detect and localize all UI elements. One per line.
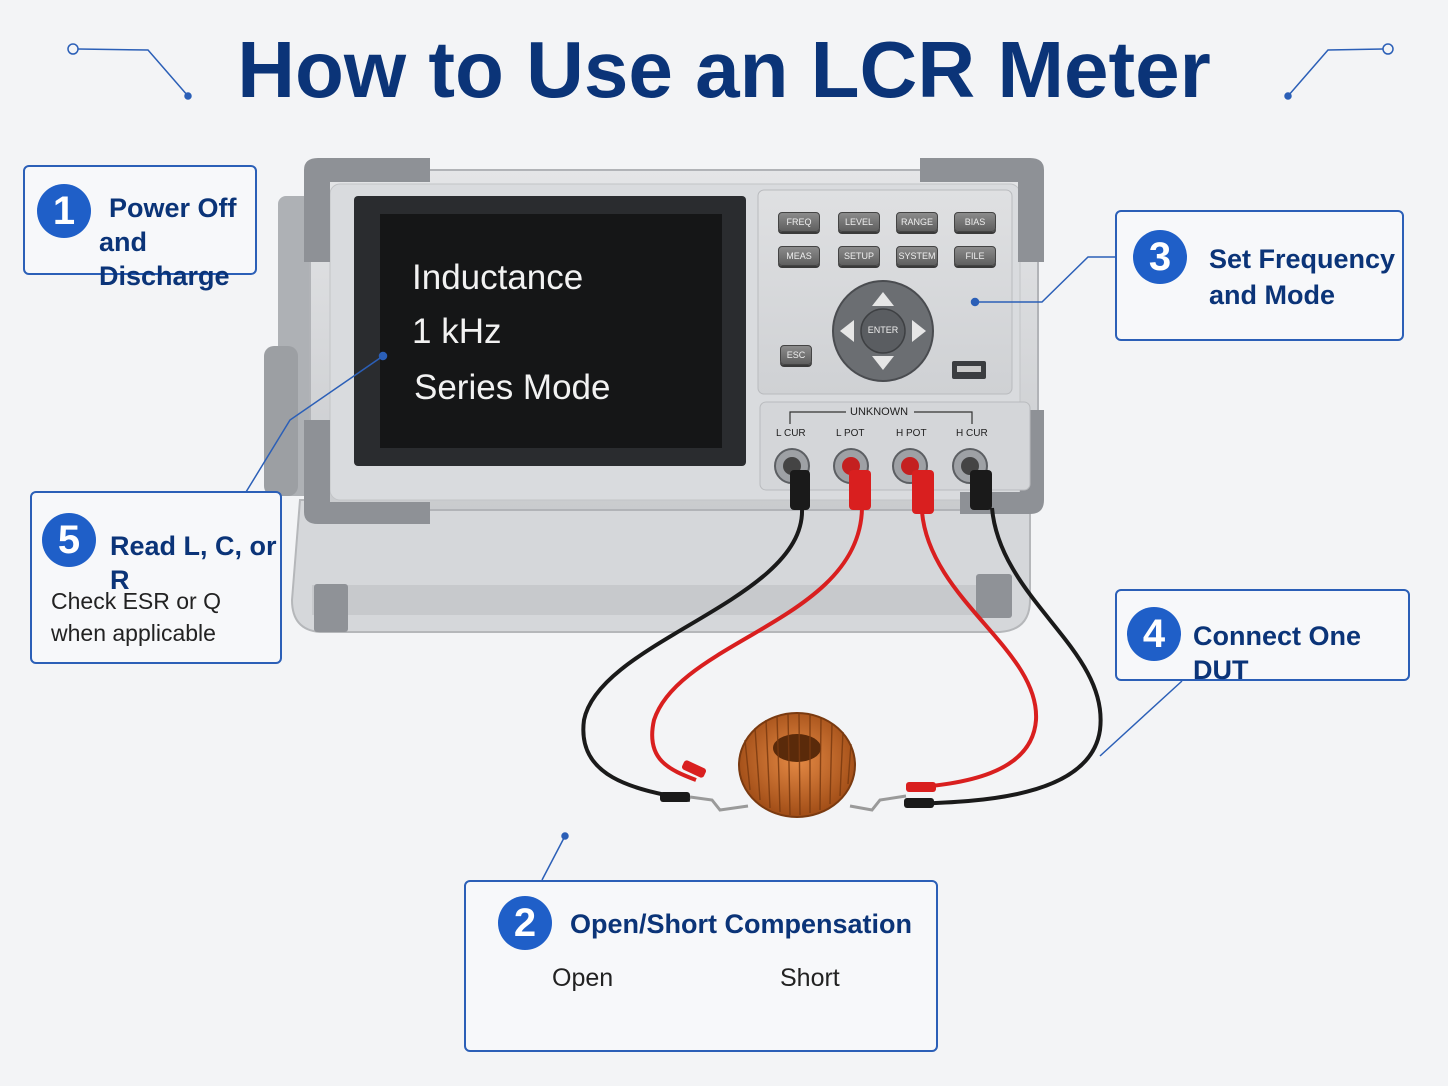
title-decoration-right <box>1284 43 1394 100</box>
range-key[interactable]: RANGE <box>896 212 938 232</box>
arrow-down-icon <box>872 356 894 370</box>
freq-key[interactable]: FREQ <box>778 212 820 232</box>
step-5-sub1: Check ESR or Q <box>51 588 221 614</box>
step-2-callout: 2 Open/Short Compensation Open Short <box>464 880 938 1052</box>
step-2-number: 2 <box>498 896 552 950</box>
step-4-callout: 4 Connect One DUT <box>1115 589 1410 685</box>
step-5-callout: 5 Read L, C, or R Check ESR or Q when ap… <box>30 491 282 664</box>
step-3-line1: Set Frequency <box>1209 244 1396 274</box>
navigation-pad <box>832 280 934 382</box>
clip-red-right <box>906 782 936 792</box>
leader-lines <box>245 256 1183 881</box>
step-5-sub2: when applicable <box>51 620 216 646</box>
esc-key[interactable]: ESC <box>780 345 812 365</box>
screen-display <box>380 214 722 448</box>
l-pot-label: L POT <box>836 428 865 439</box>
lead-black-left <box>581 507 805 802</box>
arrow-left-icon <box>840 320 854 342</box>
step-1-callout: 1 Power Off and Discharge <box>23 165 257 291</box>
toroid-inductor-icon <box>738 712 856 818</box>
step-5-number: 5 <box>42 513 96 567</box>
plug-l-pot <box>849 470 871 510</box>
step-3-line2: and Mode <box>1209 280 1335 310</box>
open-label: Open <box>552 964 614 992</box>
screen-mode: Series Mode <box>414 368 611 407</box>
h-pot-label: H POT <box>896 428 927 439</box>
enter-key[interactable]: ENTER <box>867 325 899 335</box>
file-key[interactable]: FILE <box>954 246 996 266</box>
step-1-line2: and Discharge <box>99 227 230 291</box>
bias-key[interactable]: BIAS <box>954 212 996 232</box>
arrow-up-icon <box>872 292 894 306</box>
plug-l-cur <box>790 470 810 510</box>
usb-port-icon <box>952 361 986 379</box>
system-key[interactable]: SYSTEM <box>896 246 938 266</box>
clip-red-left <box>681 760 707 778</box>
h-cur-label: H CUR <box>956 428 988 439</box>
setup-key[interactable]: SETUP <box>838 246 880 266</box>
clip-black-left <box>660 792 690 802</box>
level-key[interactable]: LEVEL <box>838 212 880 232</box>
lead-red-left <box>650 507 864 782</box>
title-decoration-left <box>67 43 192 100</box>
unknown-bracket <box>789 411 973 424</box>
page-title: How to Use an LCR Meter <box>237 25 1211 114</box>
plug-h-cur <box>970 470 992 510</box>
step-1-line1: Power Off <box>109 193 237 223</box>
arrow-right-icon <box>912 320 926 342</box>
step-4-line1: Connect One DUT <box>1193 621 1362 685</box>
step-3-number: 3 <box>1133 230 1187 284</box>
step-4-number: 4 <box>1127 607 1181 661</box>
screen-measurement-type: Inductance <box>412 258 584 297</box>
step-2-line1: Open/Short Compensation <box>570 909 913 939</box>
lead-red-right <box>909 511 1039 790</box>
meas-key[interactable]: MEAS <box>778 246 820 266</box>
step-3-callout: 3 Set Frequency and Mode <box>1115 210 1404 341</box>
short-label: Short <box>780 964 840 992</box>
meter-stand <box>290 499 1031 633</box>
clip-black-right <box>904 798 934 808</box>
lead-black-right <box>909 507 1103 806</box>
unknown-label: UNKNOWN <box>850 406 909 418</box>
l-cur-label: L CUR <box>776 428 806 439</box>
step-1-number: 1 <box>37 184 91 238</box>
plug-h-pot <box>912 470 934 514</box>
screen-frequency: 1 kHz <box>412 312 502 351</box>
step-5-line1: Read L, C, or R <box>110 531 277 595</box>
